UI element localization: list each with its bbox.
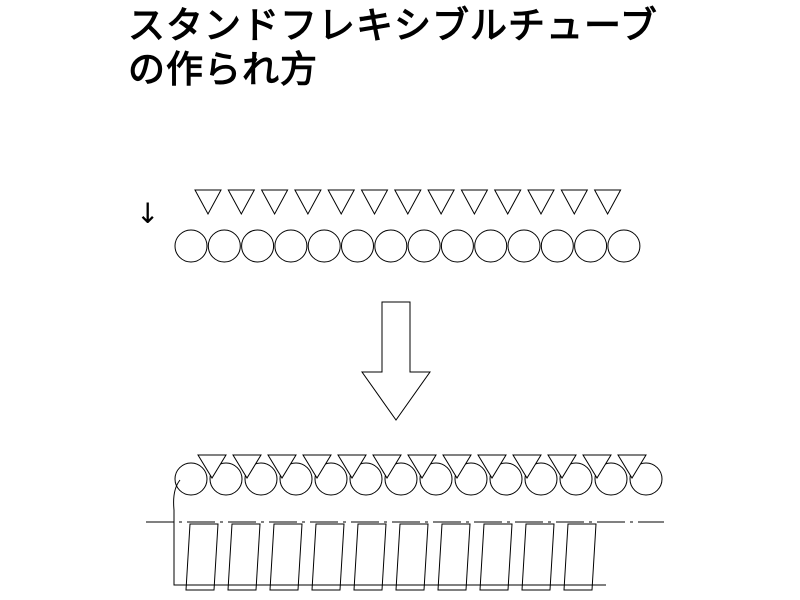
triangle-mark bbox=[294, 189, 322, 216]
circle-mark bbox=[594, 462, 628, 496]
circle-mark bbox=[524, 462, 558, 496]
circle-mark bbox=[574, 229, 608, 263]
triangle-mark bbox=[327, 189, 356, 216]
triangle-mark bbox=[547, 454, 577, 479]
triangle-mark bbox=[232, 454, 262, 479]
top-circle-row bbox=[174, 229, 641, 263]
triangle-mark bbox=[372, 454, 402, 479]
bottom-triangle-row bbox=[197, 454, 647, 479]
assembled-tube bbox=[146, 454, 664, 591]
coil-wire bbox=[185, 523, 597, 591]
circle-mark bbox=[314, 462, 348, 496]
triangle-mark bbox=[582, 454, 612, 479]
coil-turn bbox=[563, 523, 597, 591]
circle-mark bbox=[384, 462, 418, 496]
circle-mark bbox=[244, 462, 278, 496]
coil-turn bbox=[269, 523, 303, 591]
title-line-1: スタンドフレキシブルチューブ bbox=[128, 4, 658, 47]
triangle-mark bbox=[477, 454, 507, 479]
circle-mark bbox=[207, 229, 241, 263]
triangle-mark bbox=[427, 189, 455, 216]
triangle-mark bbox=[337, 454, 367, 479]
circle-mark bbox=[407, 229, 441, 263]
circle-mark bbox=[607, 229, 641, 263]
triangle-mark bbox=[267, 454, 297, 479]
title-line-2: の作られ方 bbox=[128, 48, 318, 91]
triangle-mark bbox=[407, 454, 437, 479]
circle-mark bbox=[540, 229, 574, 263]
circle-mark bbox=[209, 462, 243, 496]
triangle-mark bbox=[442, 454, 472, 479]
triangle-mark bbox=[493, 189, 522, 216]
triangle-mark bbox=[260, 189, 289, 216]
coil-turn bbox=[311, 523, 345, 591]
triangle-mark bbox=[512, 454, 542, 479]
circle-mark bbox=[419, 462, 453, 496]
triangle-mark bbox=[360, 189, 389, 216]
triangle-mark bbox=[197, 454, 227, 479]
triangle-mark bbox=[194, 189, 222, 216]
circle-mark bbox=[559, 462, 593, 496]
circle-mark bbox=[279, 462, 313, 496]
circle-mark bbox=[174, 229, 208, 263]
circle-mark bbox=[629, 462, 663, 496]
circle-mark bbox=[349, 462, 383, 496]
wire-lead bbox=[173, 479, 188, 586]
block-down-arrow-icon bbox=[361, 301, 431, 421]
page-title: スタンドフレキシブルチューブ の作られ方 bbox=[128, 4, 658, 92]
coil-turn bbox=[437, 523, 471, 591]
coil-turn bbox=[479, 523, 513, 591]
triangle-mark bbox=[302, 454, 332, 479]
triangle-mark bbox=[593, 189, 622, 216]
triangle-mark bbox=[527, 189, 555, 216]
circle-mark bbox=[241, 229, 275, 263]
top-triangle-row bbox=[194, 189, 622, 216]
circle-mark bbox=[341, 229, 374, 263]
circle-mark bbox=[174, 462, 208, 496]
circle-mark bbox=[474, 229, 508, 263]
circle-mark bbox=[274, 229, 308, 263]
circle-mark bbox=[489, 462, 523, 496]
circle-mark bbox=[440, 229, 474, 263]
triangle-mark bbox=[227, 189, 256, 216]
triangle-mark bbox=[617, 454, 647, 479]
coil-turn bbox=[521, 523, 555, 591]
triangle-mark bbox=[393, 189, 422, 216]
circle-mark bbox=[374, 229, 408, 263]
circle-mark bbox=[454, 462, 488, 496]
circle-mark bbox=[507, 229, 541, 263]
coil-turn bbox=[227, 523, 261, 591]
circle-mark bbox=[307, 229, 341, 263]
triangle-mark bbox=[460, 189, 489, 216]
triangle-mark bbox=[560, 189, 589, 216]
coil-turn bbox=[185, 523, 219, 591]
bottom-circle-row bbox=[174, 462, 663, 496]
coil-turn bbox=[395, 523, 429, 591]
coil-turn bbox=[353, 523, 387, 591]
down-arrow-icon: ↓ bbox=[136, 197, 160, 230]
